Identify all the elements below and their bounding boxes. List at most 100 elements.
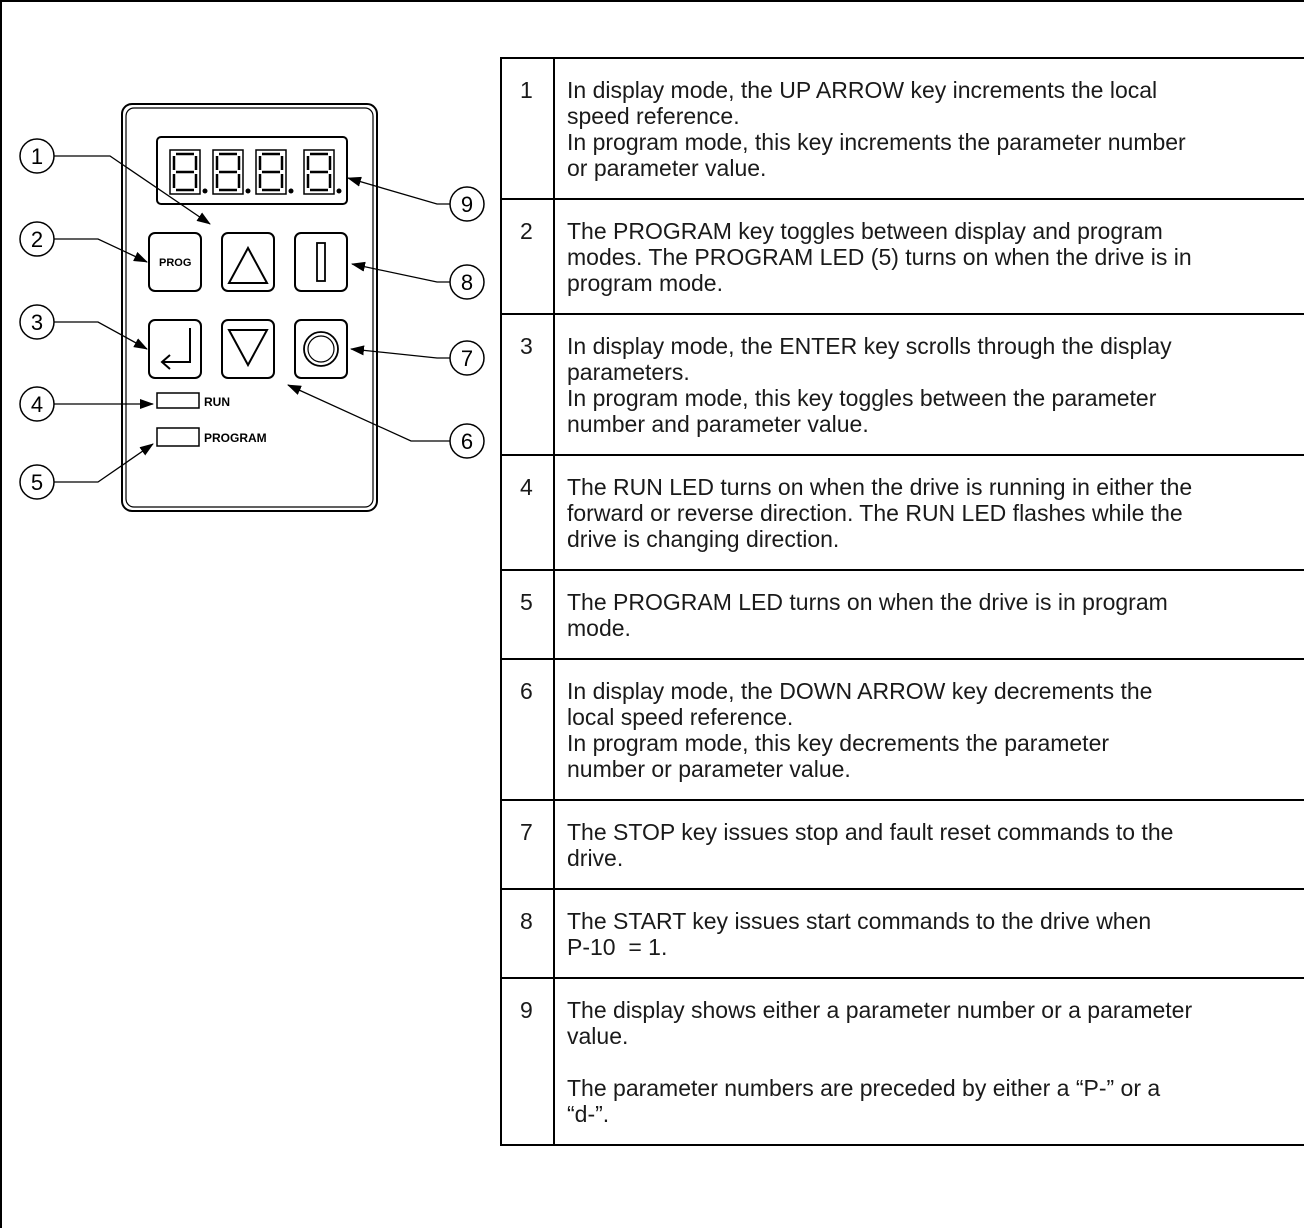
row-number: 6 [500,658,555,801]
table-row: 8 The START key issues start commands to … [500,888,1304,979]
svg-text:9: 9 [461,192,473,217]
description-line: P-10 = 1. [567,934,668,960]
callout-2: 2 [19,221,55,257]
leader-9 [347,176,450,205]
svg-text:1: 1 [31,144,43,169]
keypad-diagram: PROG RUN PROGRAM 1 [19,103,485,512]
leader-7 [350,345,450,359]
description-line: value. [567,1023,629,1049]
stop-circle-icon [303,331,339,367]
prog-key[interactable]: PROG [148,232,202,292]
svg-text:6: 6 [461,429,473,454]
description-line: speed reference. [567,103,740,129]
run-led-label: RUN [204,395,230,409]
enter-key[interactable] [148,319,202,379]
svg-text:5: 5 [31,470,43,495]
callout-9: 9 [449,186,485,222]
description-line [567,1049,1304,1075]
description-line: “d-”. [567,1101,610,1127]
seven-segment-display [156,136,348,205]
start-bar-icon [316,242,326,282]
table-row: 1 In display mode, the UP ARROW key incre… [500,57,1304,200]
description-line: modes. The PROGRAM LED (5) turns on when… [567,244,1192,270]
callout-8: 8 [449,264,485,300]
description-table: 1 In display mode, the UP ARROW key incre… [500,57,1304,1146]
row-description: In display mode, the DOWN ARROW key decr… [553,658,1304,801]
row-number: 7 [500,799,555,890]
callout-1: 1 [19,138,55,174]
table-row: 3 In display mode, the ENTER key scrolls … [500,313,1304,456]
leader-2 [54,238,148,263]
description-line: In program mode, this key decrements the… [567,730,1110,756]
row-description: The START key issues start commands to t… [553,888,1304,979]
svg-text:7: 7 [461,346,473,371]
down-arrow-key[interactable] [221,319,275,379]
description-line: The RUN LED turns on when the drive is r… [567,474,1193,500]
description-line: The STOP key issues stop and fault reset… [567,819,1174,845]
description-line: forward or reverse direction. The RUN LE… [567,500,1183,526]
table-row: 7 The STOP key issues stop and fault rese… [500,799,1304,890]
up-arrow-icon [227,245,269,284]
description-line: The display shows either a parameter num… [567,997,1193,1023]
enter-arrow-icon [160,328,191,370]
description-line: drive is changing direction. [567,526,840,552]
callout-5: 5 [19,464,55,500]
row-number: 2 [500,198,555,315]
row-description: In display mode, the UP ARROW key increm… [553,57,1304,200]
table-row: 2 The PROGRAM key toggles between display… [500,198,1304,315]
row-description: The PROGRAM key toggles between display … [553,198,1304,315]
callout-6: 6 [449,423,485,459]
down-arrow-icon [227,329,269,368]
description-line: In display mode, the UP ARROW key increm… [567,77,1158,103]
callout-4: 4 [19,386,55,422]
row-description: The STOP key issues stop and fault reset… [553,799,1304,890]
description-line: In program mode, this key increments the… [567,129,1186,155]
row-number: 5 [500,569,555,660]
row-description: In display mode, the ENTER key scrolls t… [553,313,1304,456]
svg-text:3: 3 [31,310,43,335]
callout-7: 7 [449,340,485,376]
row-description: The PROGRAM LED turns on when the drive … [553,569,1304,660]
description-line: The START key issues start commands to t… [567,908,1152,934]
run-led: RUN [156,392,230,409]
description-line: local speed reference. [567,704,794,730]
description-line: The PROGRAM LED turns on when the drive … [567,589,1168,615]
leader-5 [54,443,154,483]
table-row: 6 In display mode, the DOWN ARROW key dec… [500,658,1304,801]
description-line: program mode. [567,270,723,296]
description-line: or parameter value. [567,155,767,181]
description-line: drive. [567,845,624,871]
program-led-label: PROGRAM [204,431,267,445]
row-number: 8 [500,888,555,979]
description-line: parameters. [567,359,690,385]
program-led: PROGRAM [156,427,267,447]
row-description: The display shows either a parameter num… [553,977,1304,1146]
description-line: In display mode, the DOWN ARROW key decr… [567,678,1153,704]
description-line: mode. [567,615,631,641]
stop-key[interactable] [294,319,348,379]
description-line: The PROGRAM key toggles between display … [567,218,1163,244]
row-description: The RUN LED turns on when the drive is r… [553,454,1304,571]
description-line: In display mode, the ENTER key scrolls t… [567,333,1172,359]
callout-3: 3 [19,304,55,340]
description-line: number and parameter value. [567,411,869,437]
svg-text:8: 8 [461,270,473,295]
table-row: 5 The PROGRAM LED turns on when the drive… [500,569,1304,660]
start-key[interactable] [294,232,348,292]
keypad-inner-housing [125,107,374,508]
row-number: 1 [500,57,555,200]
leader-8 [351,261,450,283]
keypad-housing [121,103,378,512]
svg-text:2: 2 [31,227,43,252]
leader-3 [54,321,148,350]
up-arrow-key[interactable] [221,232,275,292]
svg-text:4: 4 [31,392,43,417]
row-number: 9 [500,977,555,1146]
description-line: In program mode, this key toggles betwee… [567,385,1157,411]
prog-key-label: PROG [159,257,191,269]
row-number: 3 [500,313,555,456]
table-row: 9 The display shows either a parameter nu… [500,977,1304,1146]
leader-6 [287,384,450,442]
